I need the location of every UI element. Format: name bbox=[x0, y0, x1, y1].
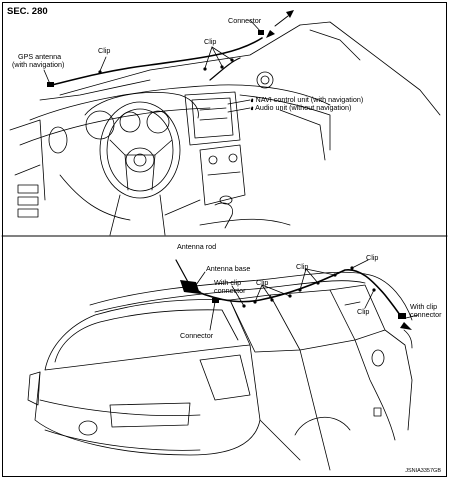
label-clip-b: Clip bbox=[296, 262, 309, 271]
navi-text: NAVI control unit (with navigation) bbox=[255, 95, 364, 104]
label-clip-d: Clip bbox=[357, 307, 370, 316]
label-antenna-base: Antenna base bbox=[206, 264, 251, 273]
label-audio-unit: • Audio unit (without navigation) bbox=[251, 103, 352, 112]
label-with-clip-connector-2: With clip bbox=[410, 302, 438, 311]
label-gps-antenna: GPS antenna bbox=[18, 52, 62, 61]
section-title: SEC. 280 bbox=[7, 6, 48, 17]
label-clip-left: Clip bbox=[98, 46, 111, 55]
label-with-clip-connector-2b: connector bbox=[410, 310, 442, 319]
label-connector-bottom: Connector bbox=[180, 331, 214, 340]
figure-frame bbox=[2, 2, 447, 477]
audio-text: Audio unit (without navigation) bbox=[255, 103, 352, 112]
label-clip-top: Clip bbox=[204, 37, 217, 46]
label-clip-c: Clip bbox=[366, 253, 379, 262]
label-gps-antenna-note: (with navigation) bbox=[12, 60, 65, 69]
label-antenna-rod: Antenna rod bbox=[177, 242, 217, 251]
label-navi-control-unit: • NAVI control unit (with navigation) bbox=[251, 95, 364, 104]
figure-code: JSNIA3357GB bbox=[405, 468, 441, 474]
label-connector-top: Connector bbox=[228, 16, 262, 25]
label-with-clip-connector-1: With clip bbox=[214, 278, 242, 287]
label-clip-a: Clip bbox=[256, 278, 269, 287]
label-with-clip-connector-1b: connector bbox=[214, 286, 246, 295]
